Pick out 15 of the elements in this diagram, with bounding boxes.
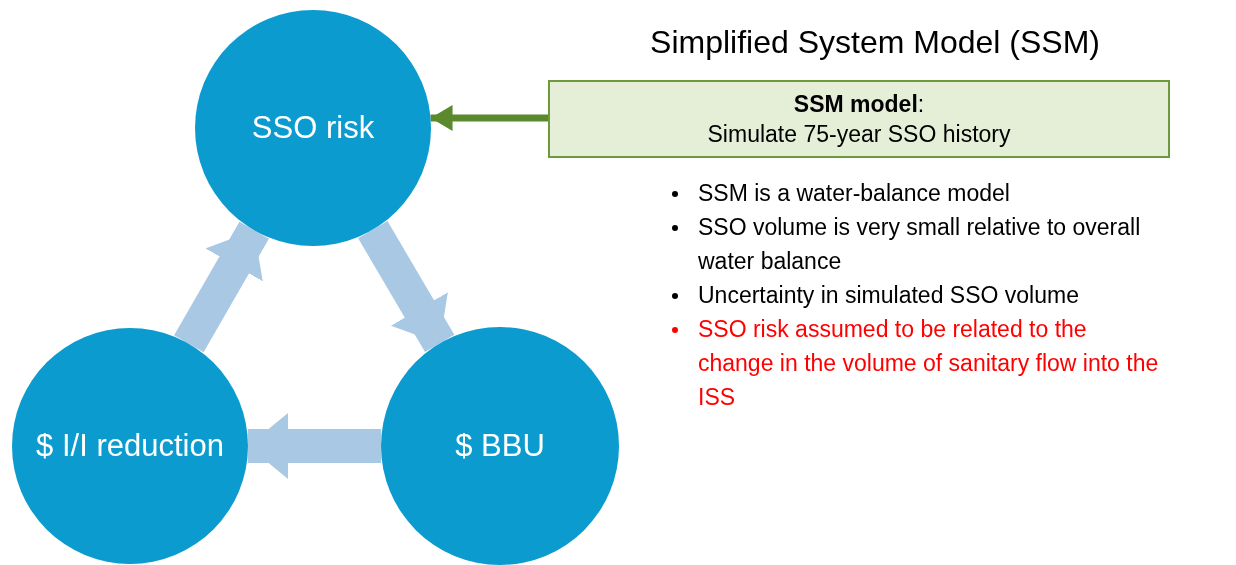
bullet-text: SSM is a water-balance model: [698, 179, 1010, 208]
box-heading: SSM model:: [793, 90, 925, 119]
bullet-text: SSO risk assumed to be related to the change in the volume of sanitary flow into the ISS: [698, 315, 1160, 412]
title: Simplified System Model (SSM): [649, 23, 1101, 62]
block-arrow: [174, 221, 269, 353]
block-arrow: [358, 221, 455, 353]
box-text: Simulate 75-year SSO history: [707, 120, 1011, 149]
block-arrow: [248, 413, 381, 479]
node-label: $ BBU: [454, 427, 546, 465]
bullet-text: Uncertainty in simulated SSO volume: [698, 281, 1079, 310]
node-label: $ I/I reduction: [35, 427, 225, 465]
model-box: [548, 80, 1170, 158]
bullet-text: SSO volume is very small relative to overall water balance: [698, 213, 1142, 276]
arrow: [430, 105, 548, 131]
node-label: SSO risk: [250, 109, 376, 147]
